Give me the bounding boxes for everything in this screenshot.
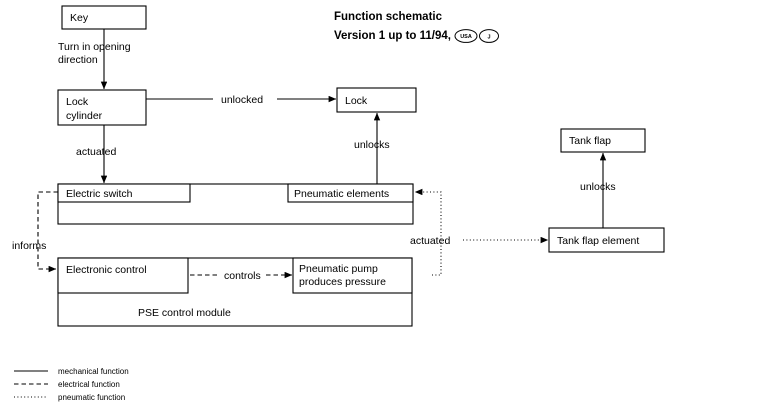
box-tank-flap-element-label: Tank flap element (557, 235, 639, 247)
box-pneumatic-pump (292, 257, 413, 294)
container-pse-control-module-label: PSE control module (138, 307, 231, 319)
diagram-title-line2: Version 1 up to 11/94, (334, 30, 451, 42)
box-electronic-control-label: Electronic control (66, 264, 147, 276)
edge-electric-switch-to-electronic-control (37, 191, 58, 273)
box-pneumatic-elements-label: Pneumatic elements (294, 188, 389, 200)
legend-label-mechanical: mechanical function (58, 367, 129, 376)
box-lock (336, 87, 417, 113)
edge-label-actuated-switch: actuated (76, 146, 116, 158)
edge-pneumatic-pump-to-pneumatic-elements (414, 188, 442, 276)
box-lock-label: Lock (345, 95, 368, 107)
diagram-title-line1: Function schematic (334, 11, 443, 23)
edge-label-informs: informs (12, 240, 46, 252)
box-tank-flap-label: Tank flap (569, 135, 611, 147)
box-tank-flap (560, 128, 646, 153)
edge-label-turn-line2: direction (58, 54, 98, 66)
box-lock-cylinder (57, 89, 147, 126)
box-electric-switch (57, 183, 191, 203)
legend-label-electrical: electrical function (58, 380, 120, 389)
box-pneumatic-elements (287, 183, 414, 203)
edge-label-turn-line1: Turn in opening (58, 41, 131, 53)
edge-label-unlocks-tank: unlocks (580, 181, 616, 193)
box-pneumatic-pump-label-line1: Pneumatic pump (299, 263, 378, 275)
box-electronic-control (57, 257, 189, 294)
edge-label-controls: controls (224, 270, 261, 282)
legend-label-pneumatic: pneumatic function (58, 393, 125, 402)
box-lock-cylinder-label-line1: Lock (66, 96, 89, 108)
box-lock-cylinder-label-line2: cylinder (66, 110, 103, 122)
box-pneumatic-pump-label-line2: produces pressure (299, 276, 386, 288)
badge-j: J (479, 29, 499, 43)
edge-label-unlocks-lock: unlocks (354, 139, 390, 151)
badge-usa: USA (454, 29, 478, 43)
box-key-label: Key (70, 12, 89, 24)
edge-label-unlocked: unlocked (221, 94, 263, 106)
badge-j-label: J (487, 34, 490, 40)
edge-label-actuated-tank: actuated (410, 235, 450, 247)
box-electric-switch-label: Electric switch (66, 188, 133, 200)
box-tank-flap-element (548, 227, 665, 253)
legend: mechanical function electrical function … (14, 367, 129, 402)
badge-usa-label: USA (460, 34, 472, 40)
